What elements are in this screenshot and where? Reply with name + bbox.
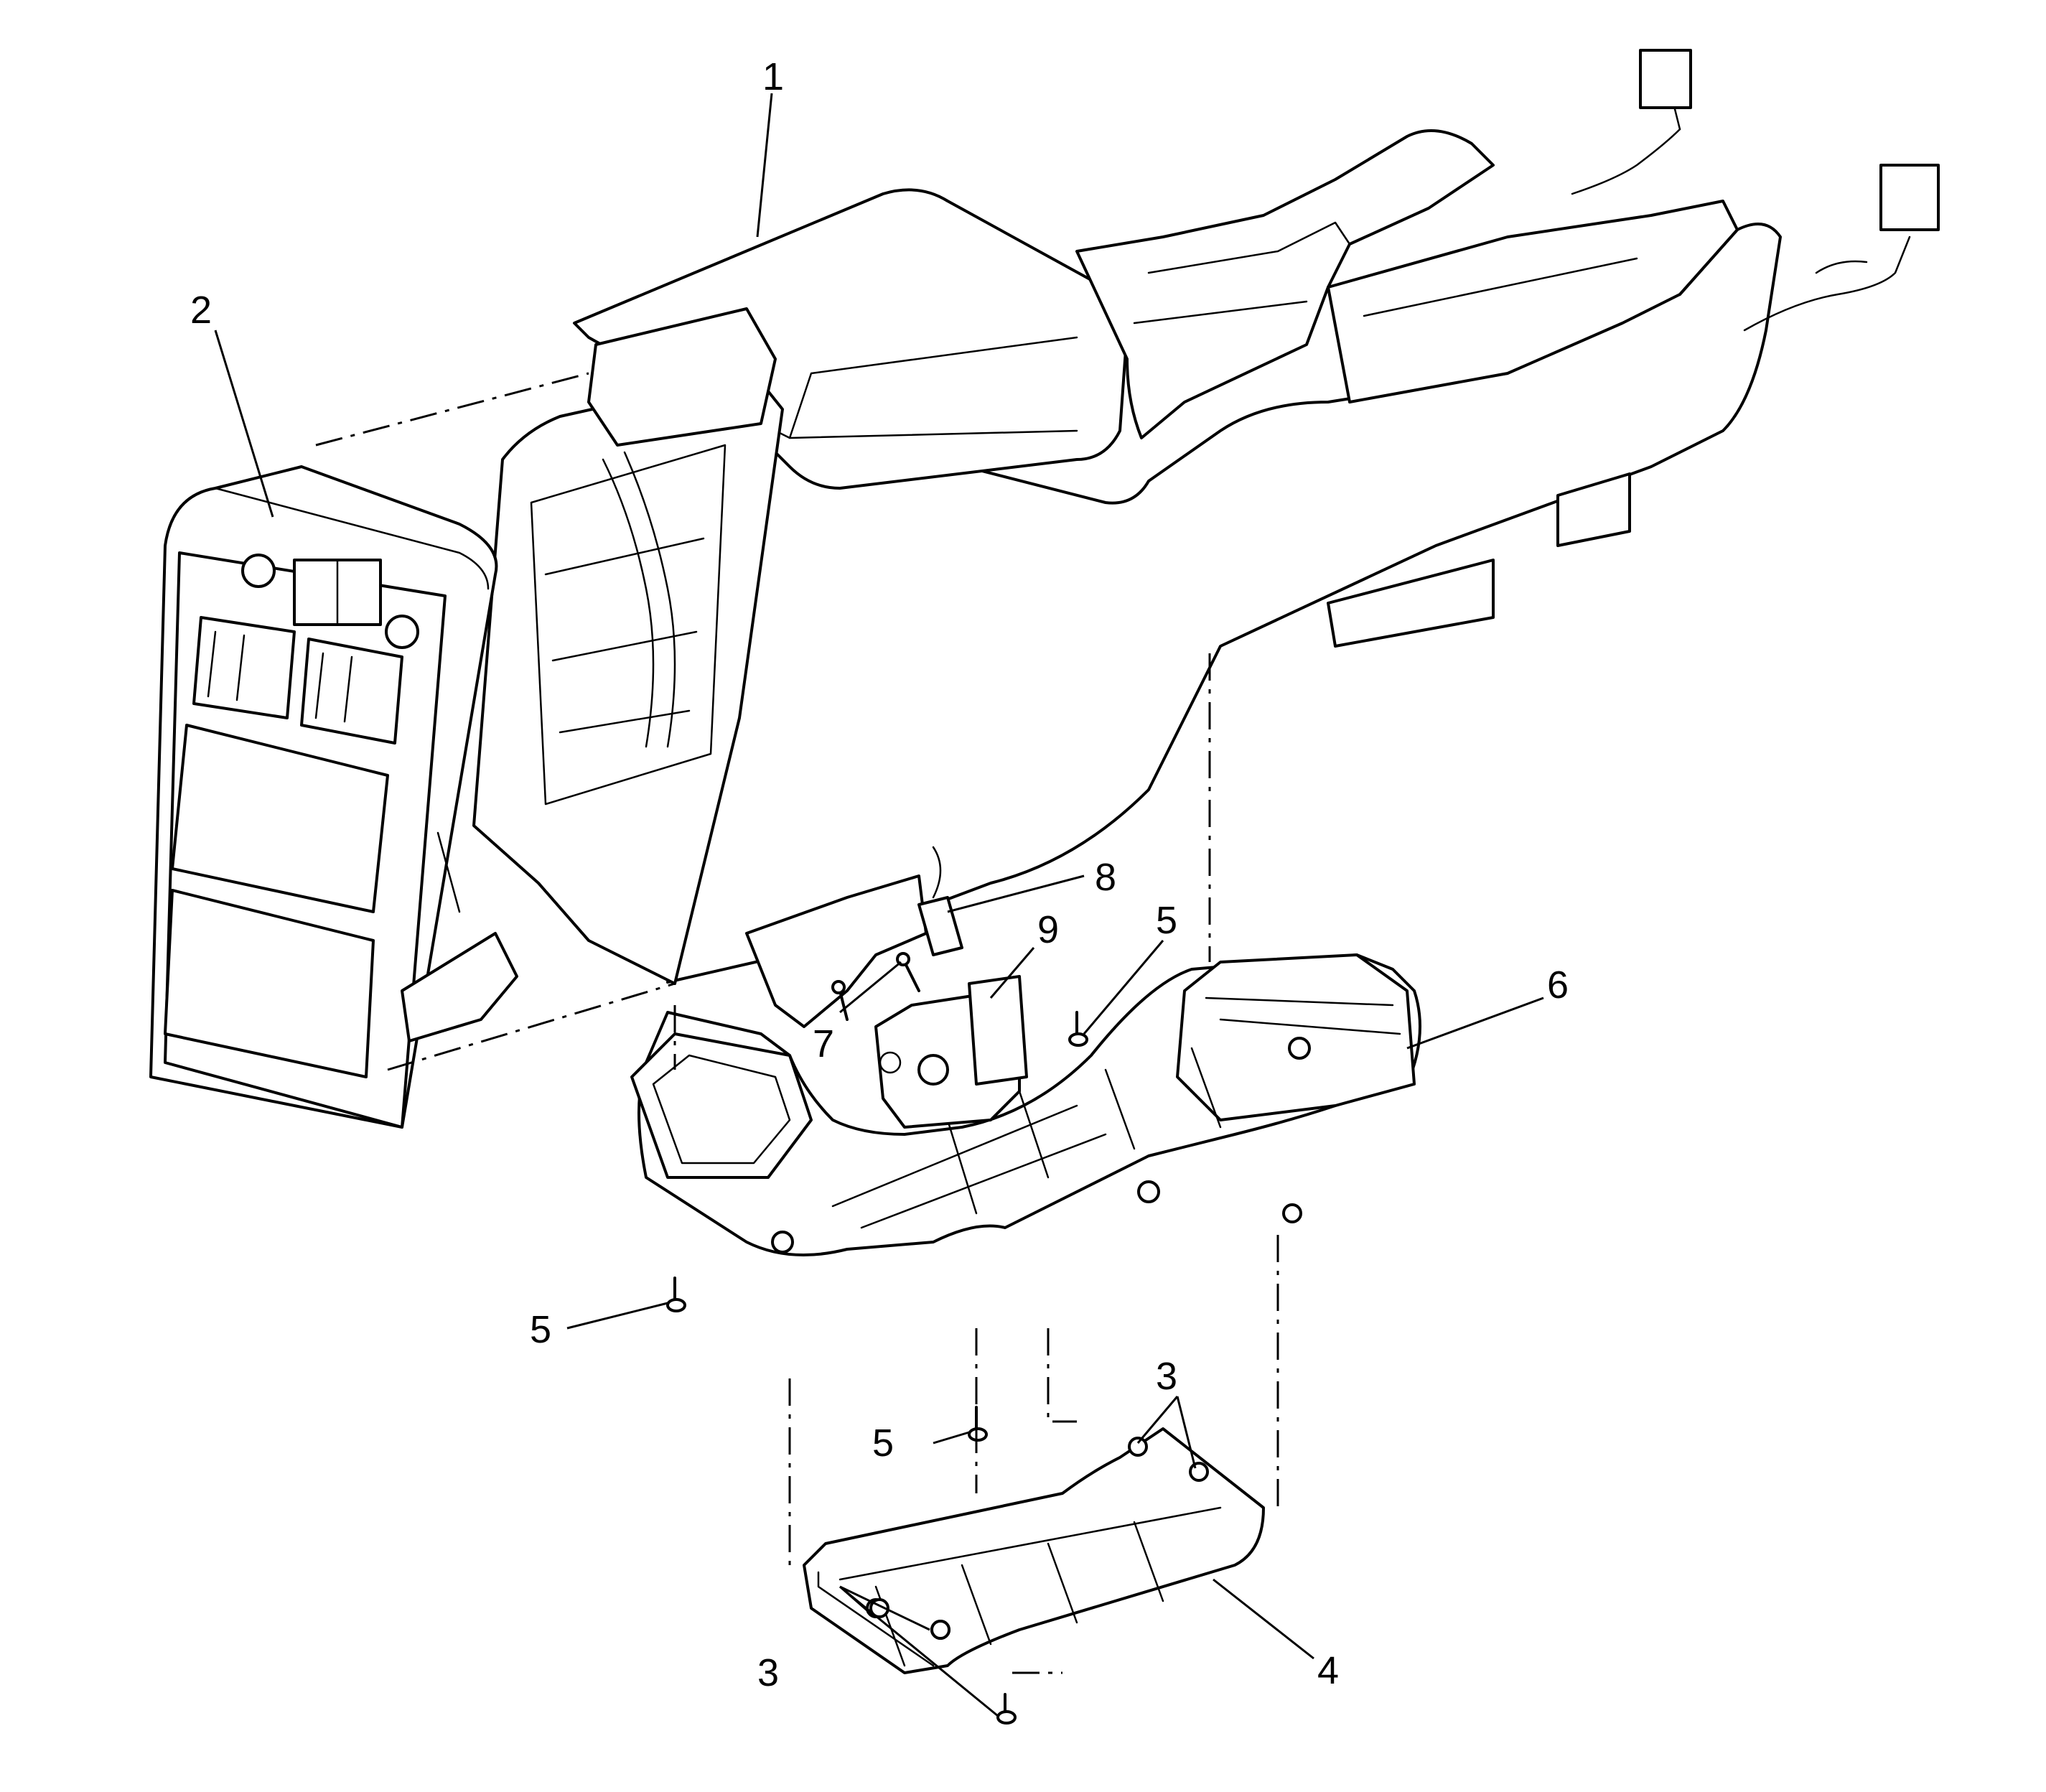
callout-7: 7 <box>813 1022 834 1065</box>
callout-3-upper: 3 <box>1156 1355 1177 1398</box>
callout-3-lower: 3 <box>757 1651 779 1694</box>
callout-4: 4 <box>1317 1649 1339 1692</box>
callout-5-right: 5 <box>1156 899 1177 942</box>
actuator <box>874 975 1028 1129</box>
rear-console-panel <box>149 465 518 1129</box>
callouts: 1 2 3 3 4 5 5 5 6 7 8 9 <box>190 55 1569 1694</box>
callout-1: 1 <box>762 55 784 98</box>
callout-5-left: 5 <box>530 1308 551 1351</box>
callout-8: 8 <box>1095 856 1116 899</box>
callout-6: 6 <box>1547 963 1569 1007</box>
callout-2: 2 <box>190 289 212 332</box>
screw-7 <box>831 952 920 1021</box>
center-console-body <box>472 49 1940 1028</box>
air-duct <box>630 953 1421 1256</box>
leader-lines <box>214 93 1544 1717</box>
alignment-lines <box>315 372 1279 1674</box>
callout-5-bottom: 5 <box>872 1422 894 1465</box>
callout-9: 9 <box>1037 908 1059 951</box>
